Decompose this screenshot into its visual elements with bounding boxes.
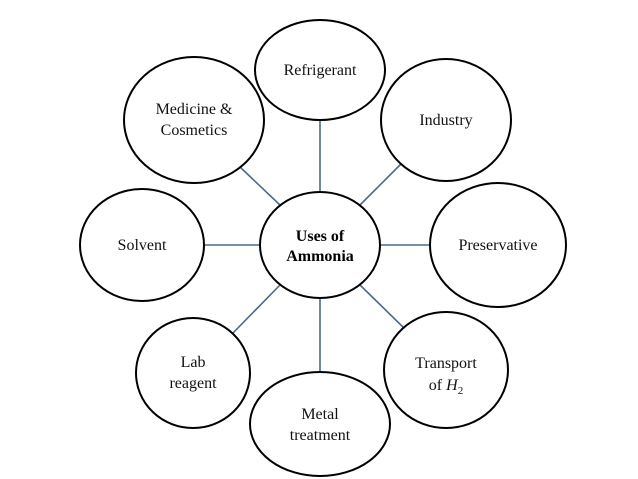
node-transport-var: H [445,377,459,394]
node-refrigerant-ellipse [254,19,386,121]
node-industry-label: Industry [419,112,472,129]
node-solvent-ellipse [79,188,205,302]
center-label-line2: Ammonia [286,248,354,265]
node-lab-label-line2: reagent [169,375,217,392]
node-medicine-cosmetics: Medicine & Cosmetics [123,56,265,184]
node-transport-prefix: of [429,377,446,394]
center-label-line1: Uses of [296,228,345,245]
node-medicine-ellipse [123,56,265,184]
node-refrigerant: Refrigerant [254,19,386,121]
connectors [204,120,430,372]
connector-lab [232,284,281,334]
node-metal-label-line2: treatment [290,427,351,444]
connector-medicine [239,166,281,206]
node-preservative: Preservative [429,182,567,308]
node-transport-ellipse [383,311,509,429]
node-transport-label-line1: Transport [415,355,477,372]
node-industry-ellipse [380,58,512,182]
node-refrigerant-label: Refrigerant [284,62,357,79]
center-ellipse [259,191,381,299]
node-metal-ellipse [249,371,391,477]
center-node: Uses of Ammonia [259,191,381,299]
node-preservative-ellipse [429,182,567,308]
node-solvent-label: Solvent [118,237,167,254]
node-metal-label-line1: Metal [301,406,339,423]
connector-transport [359,284,407,331]
node-solvent: Solvent [79,188,205,302]
node-transport-label-line2: of H2 [429,377,463,397]
node-lab-label-line1: Lab [181,354,206,371]
node-medicine-label-line1: Medicine & [156,101,233,118]
node-lab-reagent: Lab reagent [135,317,251,429]
node-lab-ellipse [135,317,251,429]
connector-industry [359,162,403,206]
node-preservative-label: Preservative [458,237,537,254]
node-medicine-label-line2: Cosmetics [161,122,228,139]
node-metal-treatment: Metal treatment [249,371,391,477]
node-industry: Industry [380,58,512,182]
node-transport-sub: 2 [458,385,464,397]
node-transport: Transport of H2 [383,311,509,429]
